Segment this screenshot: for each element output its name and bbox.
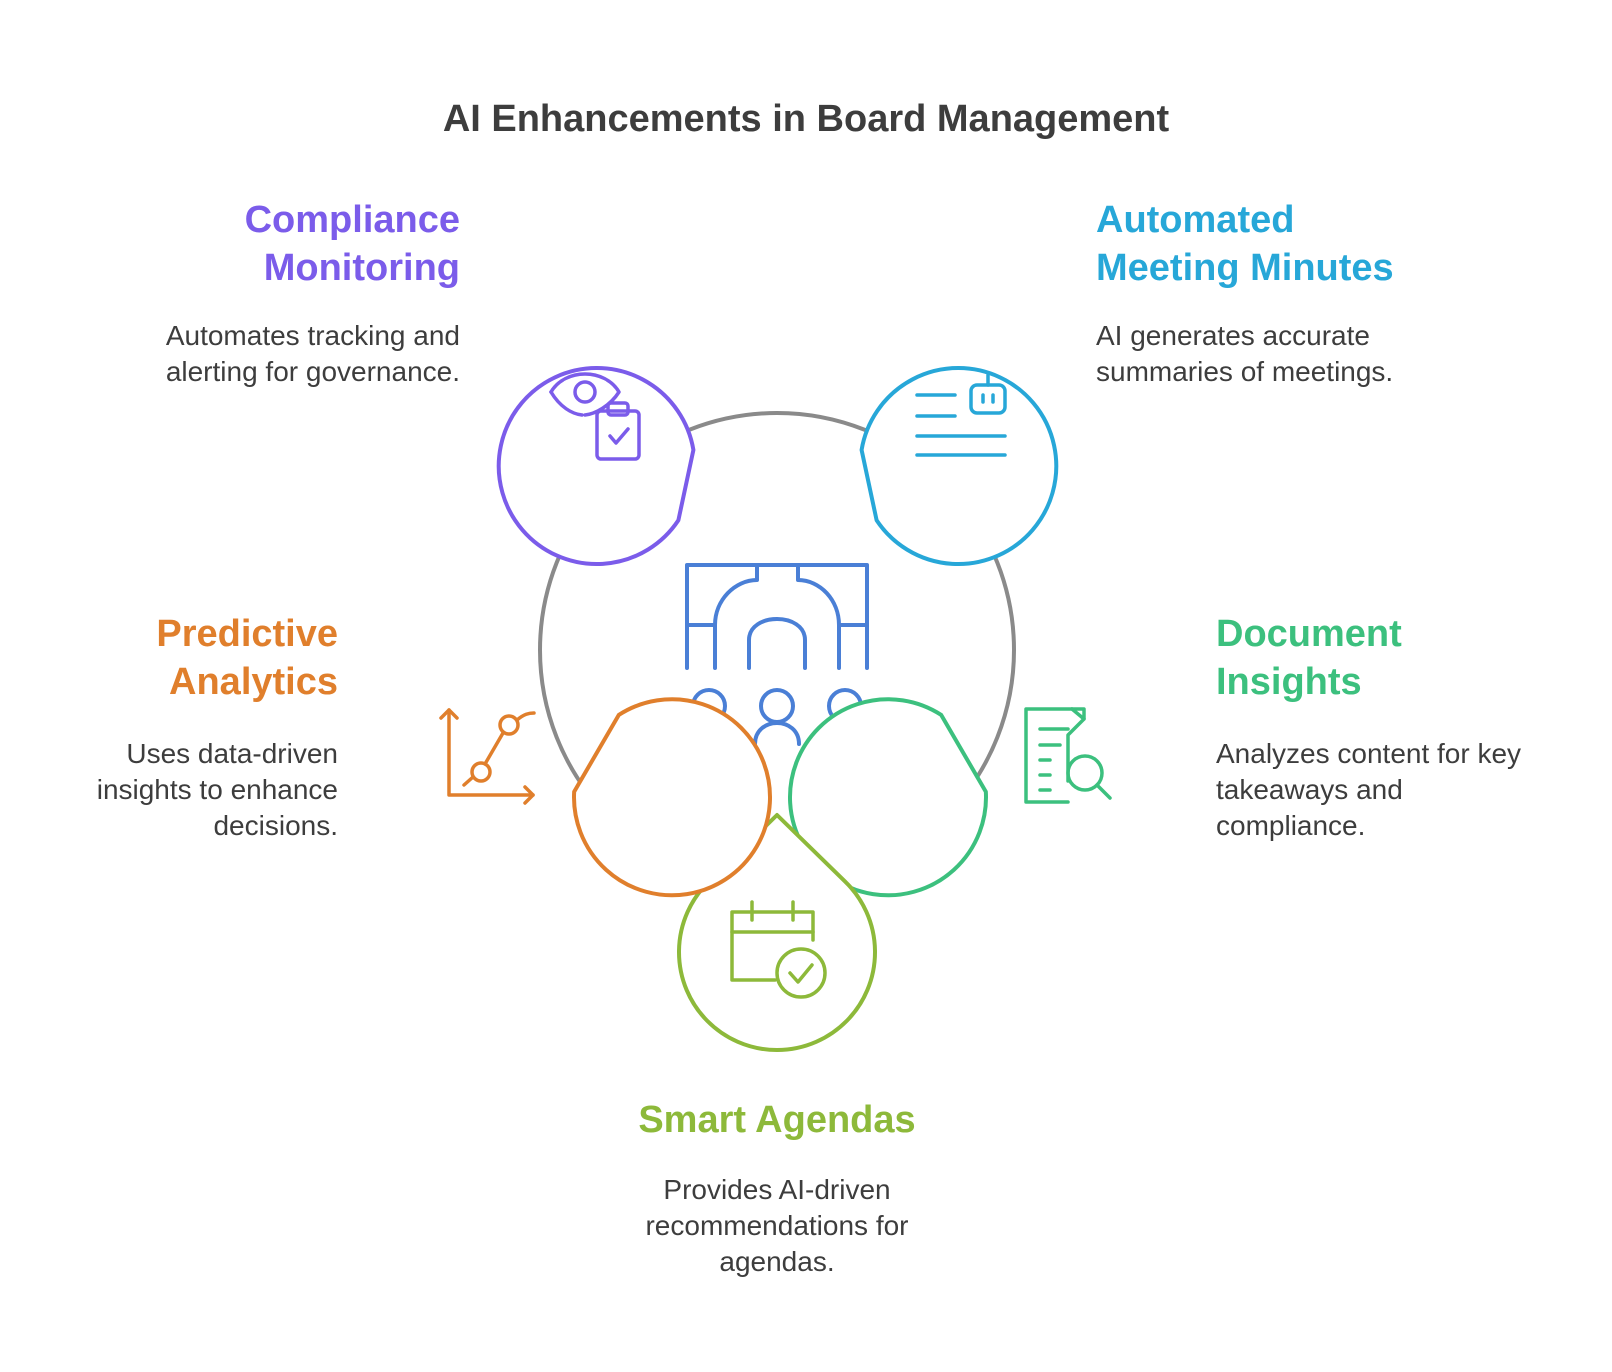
trend-chart-icon: [439, 708, 536, 805]
compliance-monitoring-node: [496, 366, 696, 567]
compliance-monitoring-drop: [496, 366, 696, 567]
predictive-analytics-description: Uses data-driven insights to enhance dec…: [96, 738, 338, 841]
automated-meeting-minutes-description: AI generates accurate summaries of meeti…: [1096, 320, 1394, 387]
automated-meeting-minutes-drop: [859, 366, 1059, 567]
document-search-icon: [1024, 707, 1112, 804]
calendar-check-icon: [730, 900, 827, 999]
predictive-analytics-heading: Predictive Analytics: [156, 613, 338, 703]
compliance-monitoring-description: Automates tracking and alerting for gove…: [165, 320, 460, 387]
compliance-monitoring-heading: Compliance Monitoring: [244, 199, 460, 289]
smart-agendas-heading: Smart Agendas: [638, 1099, 916, 1141]
predictive-analytics-node: [439, 697, 772, 898]
document-insights-heading: Document Insights: [1216, 613, 1402, 703]
automated-meeting-minutes-node: [859, 366, 1059, 567]
robot-document-icon: [915, 373, 1007, 457]
smart-agendas-description: Provides AI-driven recommendations for a…: [645, 1174, 909, 1277]
diagram-title: AI Enhancements in Board Management: [442, 98, 1170, 140]
document-insights-description: Analyzes content for key takeaways and c…: [1216, 738, 1522, 841]
document-insights-node: [788, 697, 1112, 898]
predictive-analytics-drop: [572, 697, 772, 898]
eye-clipboard-check-icon: [549, 372, 641, 461]
automated-meeting-minutes-heading: Automated Meeting Minutes: [1096, 199, 1394, 289]
